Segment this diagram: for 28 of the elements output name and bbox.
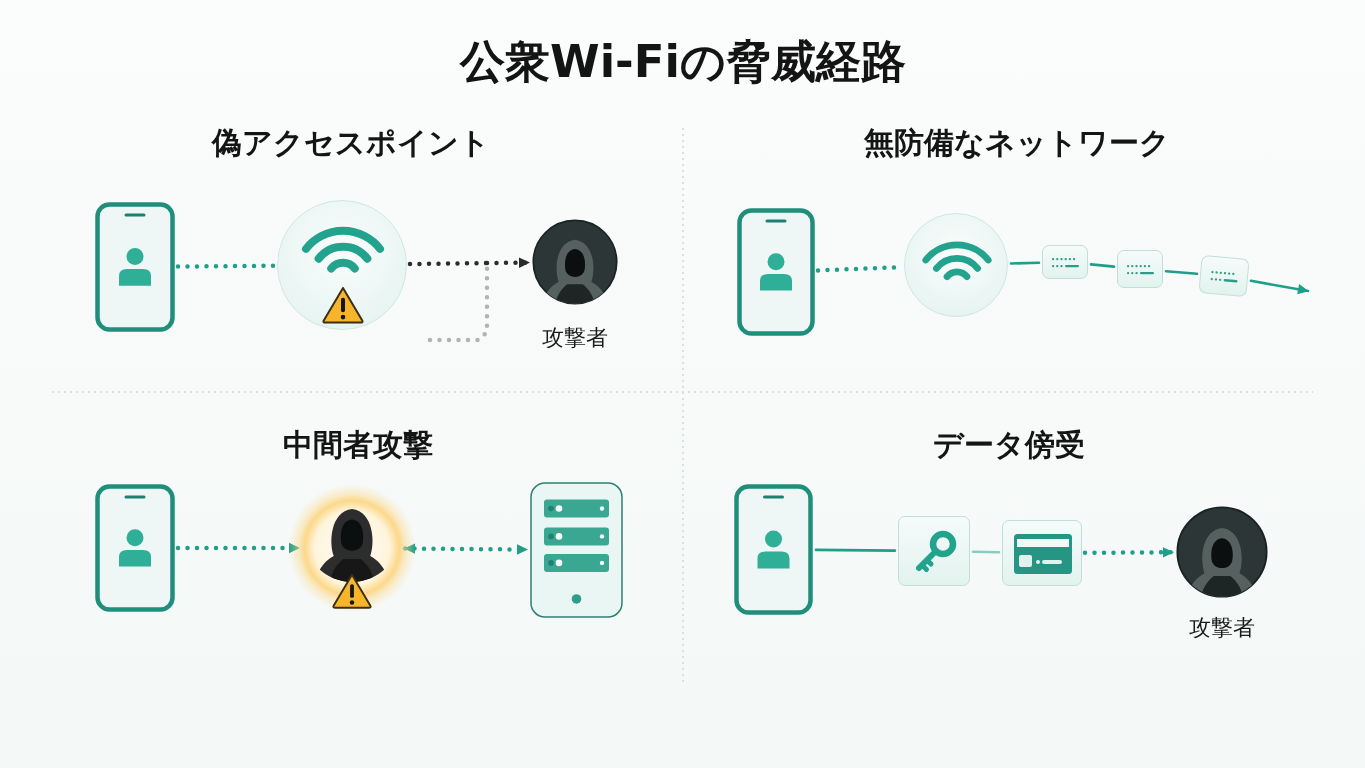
line [971,550,1001,554]
dotted-arrow [175,542,302,554]
section-heading: 偽アクセスポイント [212,125,490,161]
dotted-arrow [484,257,532,268]
smartphone-icon [734,484,813,615]
dotted-arrow [402,543,530,555]
card-tile [1002,520,1082,586]
line [814,548,897,552]
dotted-arrow [1082,547,1176,558]
line [1009,261,1041,265]
data-packet [1042,245,1088,279]
node-label: 攻撃者 [542,325,608,351]
smartphone-icon [95,484,175,612]
section-heading: データ傍受 [933,427,1085,463]
server-icon [530,482,623,618]
line [1089,263,1116,268]
arrow [1249,279,1310,295]
node-label: 攻撃者 [1189,615,1255,641]
smartphone-icon [95,202,175,332]
line [1164,269,1199,276]
data-packet [1198,255,1250,297]
title: 公衆Wi-Fiの脅威経路 [460,35,906,89]
dotted-line [175,263,277,269]
key-tile [898,516,970,586]
section-heading: 無防備なネットワーク [864,125,1170,161]
smartphone-icon [737,208,815,336]
data-packet [1117,250,1163,288]
section-heading: 中間者攻撃 [283,427,433,463]
